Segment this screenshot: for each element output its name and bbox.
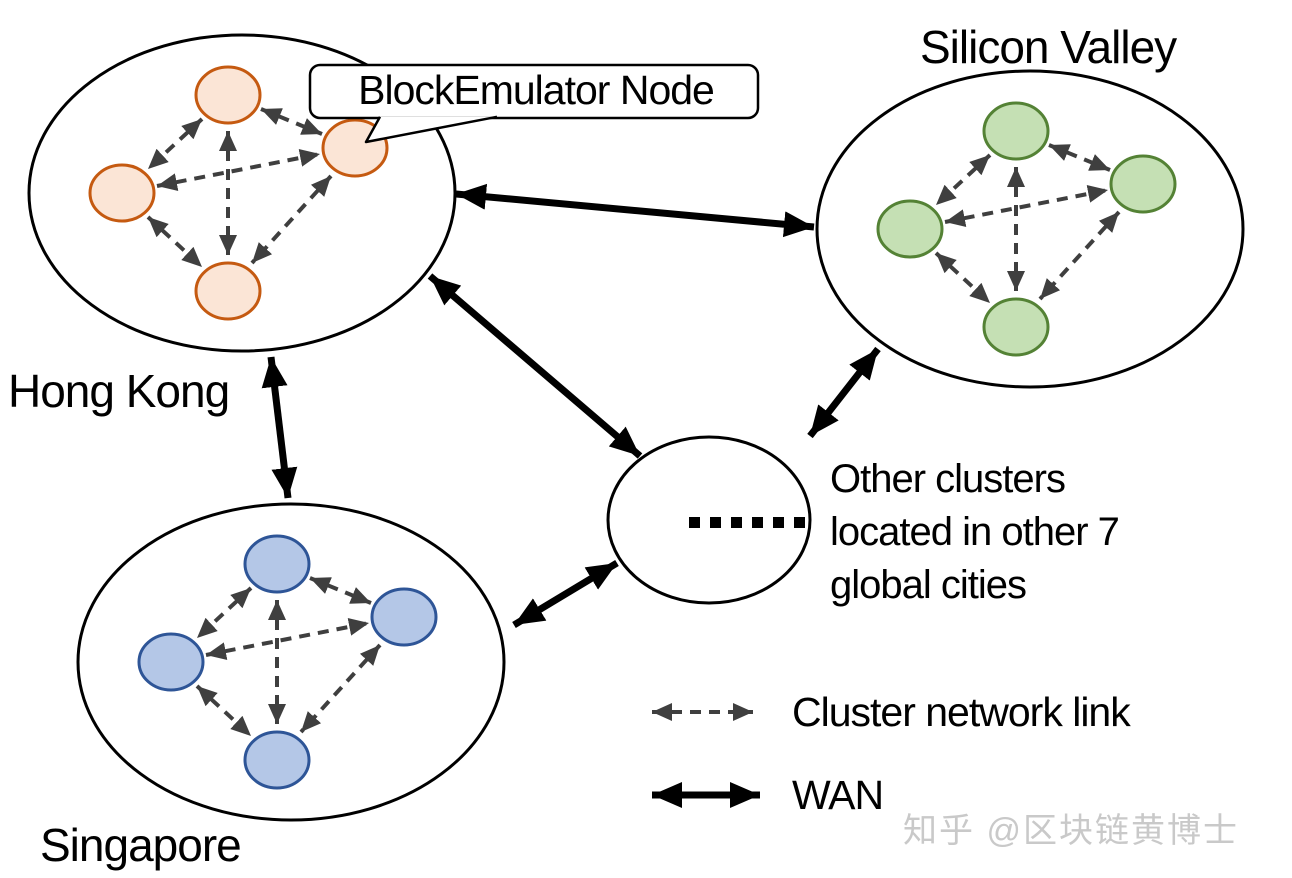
cluster-nodes (88, 65, 389, 321)
cluster-label-singapore: Singapore (40, 819, 241, 871)
cluster-nodes (876, 101, 1177, 357)
callout-bubble (308, 63, 760, 120)
other-clusters-line-1: Other clusters (830, 457, 1065, 501)
emulator-node (982, 101, 1050, 161)
other-clusters-description: Other clusters located in other 7 global… (830, 457, 1120, 607)
cluster-network-links (934, 143, 1121, 305)
cluster-link (260, 107, 323, 136)
wan-link-hongkong-singapore (261, 356, 298, 499)
ellipsis-dots-icon (689, 517, 805, 528)
cluster-label-hong-kong: Hong Kong (8, 365, 229, 417)
other-clusters-ellipse (606, 435, 812, 605)
cluster-network-links (195, 576, 382, 738)
emulator-node (243, 534, 311, 594)
other-clusters-line-3: global cities (830, 563, 1026, 607)
callout-blockemulator-node: BlockEmulator Node (308, 63, 760, 144)
cluster-singapore (76, 502, 506, 822)
emulator-node (194, 261, 262, 321)
cluster-link (934, 251, 992, 305)
other-clusters-line-2: located in other 7 (830, 510, 1119, 554)
wan-link-hongkong-siliconvalley (455, 183, 815, 238)
wan-link-singapore-others (512, 560, 619, 628)
emulator-node (194, 65, 262, 125)
emulator-node (876, 199, 944, 259)
emulator-node (88, 163, 156, 223)
callout-tail (364, 115, 498, 144)
cluster-link (309, 576, 372, 605)
cluster-link (195, 684, 253, 738)
wan-link-hongkong-others (427, 273, 643, 459)
cluster-link (146, 215, 204, 269)
cluster-boundary (815, 69, 1245, 389)
legend-cluster-link-label: Cluster network link (792, 689, 1131, 735)
cluster-link (944, 185, 1109, 227)
wan-links (261, 183, 881, 628)
cluster-silicon-valley (815, 69, 1245, 389)
emulator-node (982, 297, 1050, 357)
other-clusters: Other clusters located in other 7 global… (606, 435, 1120, 607)
callout-label: BlockEmulator Node (358, 67, 714, 113)
wan-link-siliconvalley-others (807, 346, 881, 439)
emulator-node (370, 587, 438, 647)
cluster-nodes (137, 534, 438, 790)
emulator-node (243, 730, 311, 790)
cluster-link (156, 149, 321, 191)
legend: Cluster network link WAN (652, 689, 1132, 818)
watermark: 知乎 @区块链黄博士 (903, 812, 1239, 850)
emulator-node (1109, 154, 1177, 214)
cluster-link (205, 618, 370, 660)
cluster-network-links (146, 107, 333, 269)
legend-wan-label: WAN (792, 772, 883, 818)
emulator-node (137, 632, 205, 692)
cluster-boundary (76, 502, 506, 822)
cluster-label-silicon-valley: Silicon Valley (920, 21, 1177, 73)
cluster-link (1048, 143, 1111, 172)
